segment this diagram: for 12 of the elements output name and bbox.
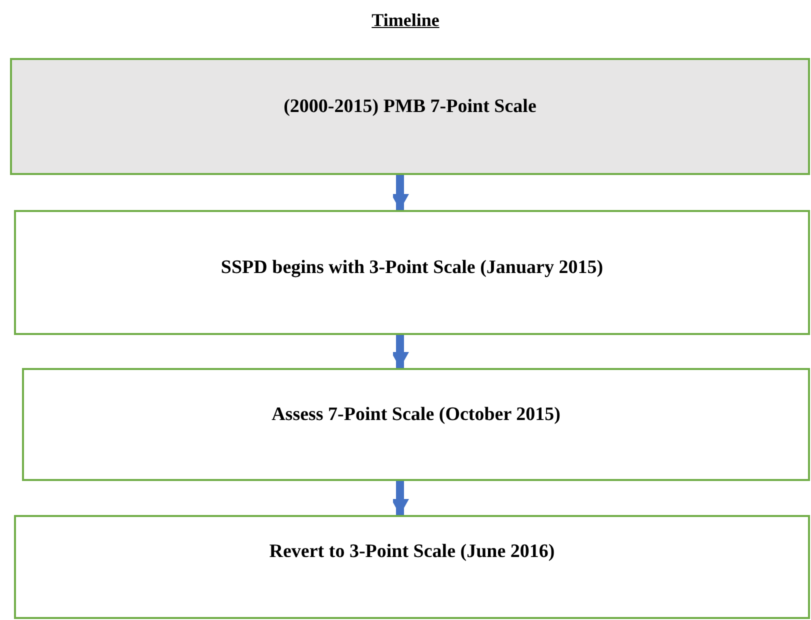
box-text: SSPD begins with 3-Point Scale (January 2015) <box>220 256 604 278</box>
process-box <box>10 58 810 175</box>
process-box <box>14 515 810 619</box>
arrow <box>391 481 409 515</box>
box-text: Revert to 3-Point Scale (June 2016) <box>269 541 555 563</box>
title: Timeline <box>370 10 440 31</box>
box-text: (2000-2015) PMB 7-Point Scale <box>284 96 536 118</box>
process-box <box>14 210 810 335</box>
arrow <box>391 335 409 368</box>
arrow <box>391 175 409 210</box>
box-text: Assess 7-Point Scale (October 2015) <box>272 404 560 426</box>
process-box <box>22 368 810 481</box>
